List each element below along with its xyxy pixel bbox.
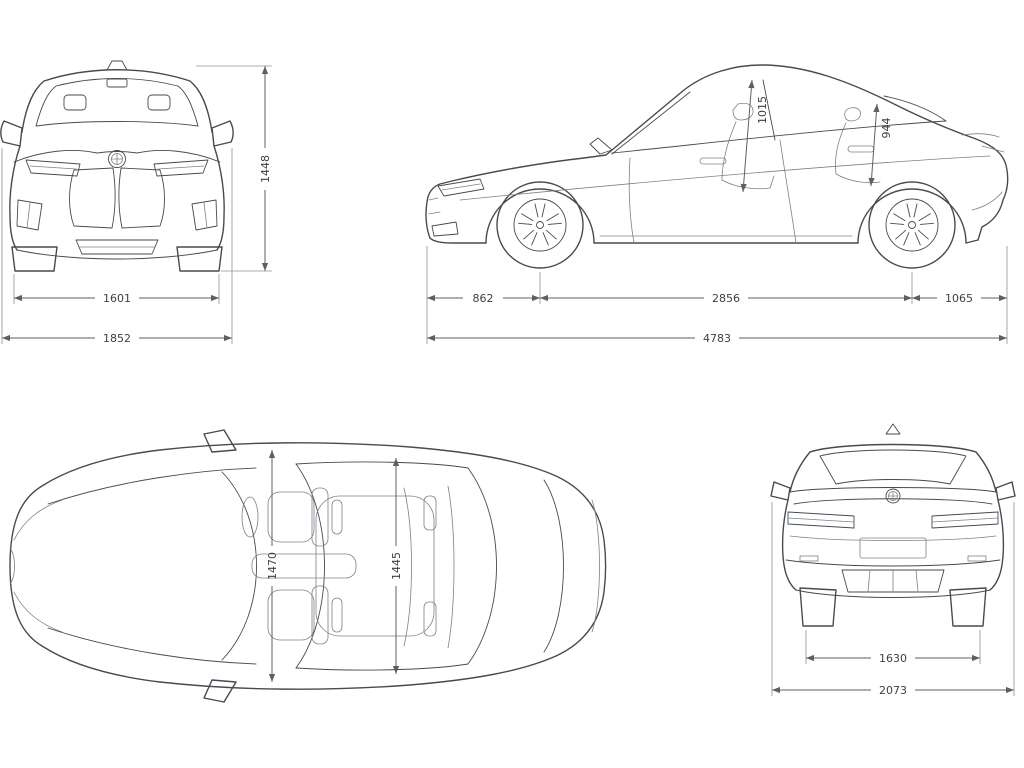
dim-overall-length: 4783: [703, 332, 731, 345]
front-view-drawing: 1448 1601 1852: [0, 60, 272, 345]
side-dimensions: 1015 944 862 2856 1065 4783: [426, 79, 1008, 345]
front-car-body: [0, 60, 234, 272]
kidney-grille-right: [118, 167, 165, 229]
windshield-top-edge: [295, 463, 325, 669]
roof-antenna-icon: [106, 60, 128, 71]
dim-front-height: 1448: [259, 155, 272, 183]
headlight-right: [153, 159, 209, 177]
rear-window: [819, 449, 967, 485]
kidney-grille-left: [69, 167, 116, 229]
corner-intake-left: [16, 199, 43, 231]
front-wheel: [496, 181, 584, 269]
side-headlight: [437, 178, 485, 197]
top-dimensions: 1470 1445: [266, 450, 403, 682]
dim-rear-overall-width: 2073: [879, 684, 907, 697]
dim-rear-interior-width: 1445: [390, 552, 403, 580]
dim-front-track: 1601: [103, 292, 131, 305]
top-interior-seats: [241, 485, 455, 649]
center-console: [251, 553, 357, 579]
license-plate-recess: [859, 537, 927, 559]
front-wheel-arch: [485, 188, 595, 244]
side-mirror-icon: [589, 137, 613, 155]
dim-front-interior-width: 1470: [266, 552, 279, 580]
side-mirror-right: [211, 120, 234, 147]
steering-wheel-icon: [241, 496, 259, 538]
taillight-right: [931, 511, 999, 529]
dim-rear-overhang: 1065: [945, 292, 973, 305]
dim-front-headroom: 1015: [756, 96, 769, 124]
rear-wheel-right: [949, 587, 987, 627]
reflector-left: [799, 555, 819, 562]
door-handle-rear: [847, 145, 875, 153]
rear-wheel-arch: [857, 188, 967, 244]
headrest-right: [147, 94, 171, 111]
dim-wheelbase: 2856: [712, 292, 740, 305]
mirror-bottom: [203, 679, 237, 703]
rear-car-body: [770, 423, 1016, 627]
side-car-body: [425, 64, 1009, 269]
reflector-right: [967, 555, 987, 562]
front-wheel-left: [11, 246, 58, 272]
dim-rear-track: 1630: [879, 652, 907, 665]
rear-wheel: [868, 181, 956, 269]
front-dimensions: 1448 1601 1852: [1, 65, 272, 345]
lower-intake: [75, 239, 159, 255]
rear-wheel-left: [799, 587, 837, 627]
trunk-lid-edge: [543, 479, 564, 653]
rear-dimensions: 1630 2073: [771, 502, 1015, 697]
rear-diffuser: [841, 569, 945, 593]
rear-window-edge: [467, 467, 497, 665]
dim-front-width: 1852: [103, 332, 131, 345]
taillight-side: [981, 145, 1005, 153]
rear-view-drawing: 1630 2073: [770, 423, 1016, 697]
dim-front-overhang: 862: [473, 292, 494, 305]
side-view-drawing: 1015 944 862 2856 1065 4783: [425, 64, 1009, 345]
b-pillar: [762, 79, 776, 141]
antenna-fin-icon: [885, 423, 901, 435]
dim-rear-headroom: 944: [880, 118, 893, 139]
headlight-left: [25, 159, 81, 177]
front-wheel-right: [176, 246, 223, 272]
front-bumper-intake: [431, 221, 459, 237]
corner-intake-right: [191, 199, 218, 231]
taillight-left: [787, 511, 855, 529]
windshield-cowl: [221, 471, 257, 661]
headrest-left: [63, 94, 87, 111]
top-car-body: [9, 429, 607, 703]
door-handle-front: [699, 157, 727, 165]
top-view-drawing: 1470 1445: [9, 429, 607, 703]
rearview-mirror-icon: [106, 78, 128, 88]
mirror-top: [203, 429, 237, 453]
side-mirror-left: [0, 120, 23, 147]
bmw-roundel-rear-icon: [885, 488, 901, 504]
bmw-roundel-icon: [108, 150, 126, 168]
rear-mirror-right: [995, 481, 1016, 501]
sunroof: [315, 495, 435, 637]
rear-mirror-left: [770, 481, 791, 501]
